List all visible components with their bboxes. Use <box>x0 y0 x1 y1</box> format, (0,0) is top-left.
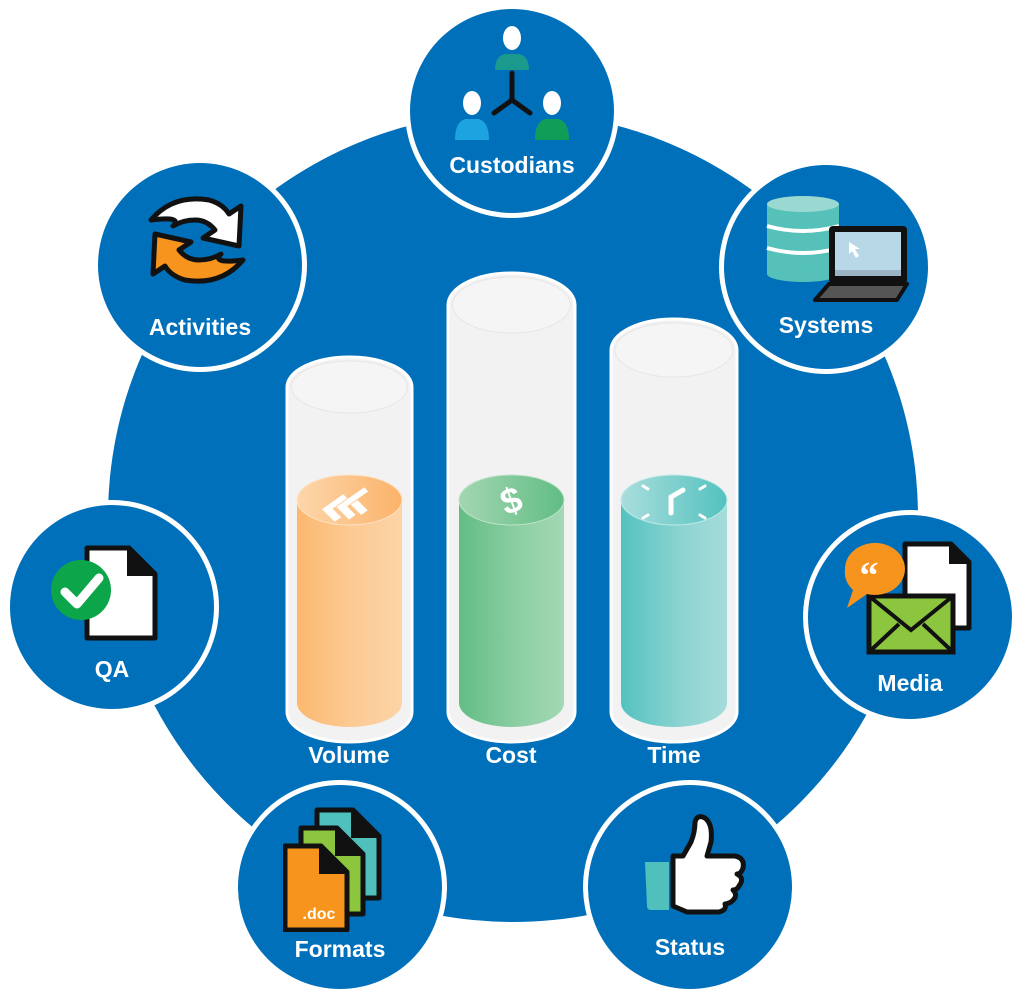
tube-cost: $ <box>446 271 577 744</box>
node-media[interactable]: “ Media <box>803 510 1017 724</box>
cycle-arrows-icon <box>148 196 246 284</box>
svg-text:“: “ <box>860 555 879 597</box>
node-label-systems: Systems <box>778 312 874 338</box>
node-activities[interactable]: Activities <box>93 158 307 372</box>
node-status[interactable]: Status <box>583 780 797 994</box>
clock-icon <box>641 484 707 520</box>
node-label-activities: Activities <box>148 314 252 340</box>
node-label-formats: Formats <box>294 936 386 962</box>
node-qa[interactable]: QA <box>5 500 219 714</box>
stacked-bars-icon <box>321 487 369 522</box>
formats-doc-badge: .doc <box>302 906 336 923</box>
node-label-media: Media <box>877 670 943 696</box>
chat-document-email-icon: “ <box>844 541 972 655</box>
node-systems[interactable]: Systems <box>719 160 933 374</box>
tube-label-volume: Volume <box>308 742 390 768</box>
document-check-icon <box>51 545 158 641</box>
tube-label-cost: Cost <box>485 742 537 768</box>
stacked-documents-icon <box>283 807 382 932</box>
tube-time <box>609 317 739 744</box>
node-formats[interactable]: .doc Formats <box>233 780 447 994</box>
node-label-qa: QA <box>94 656 130 682</box>
database-laptop-icon <box>766 196 909 302</box>
node-label-status: Status <box>654 934 726 960</box>
people-network-icon <box>455 26 569 140</box>
tube-volume <box>285 355 414 744</box>
thumbs-up-icon <box>645 814 746 915</box>
tube-label-time: Time <box>647 742 701 768</box>
node-label-custodians: Custodians <box>449 152 575 178</box>
node-custodians[interactable]: Custodians <box>405 4 619 218</box>
